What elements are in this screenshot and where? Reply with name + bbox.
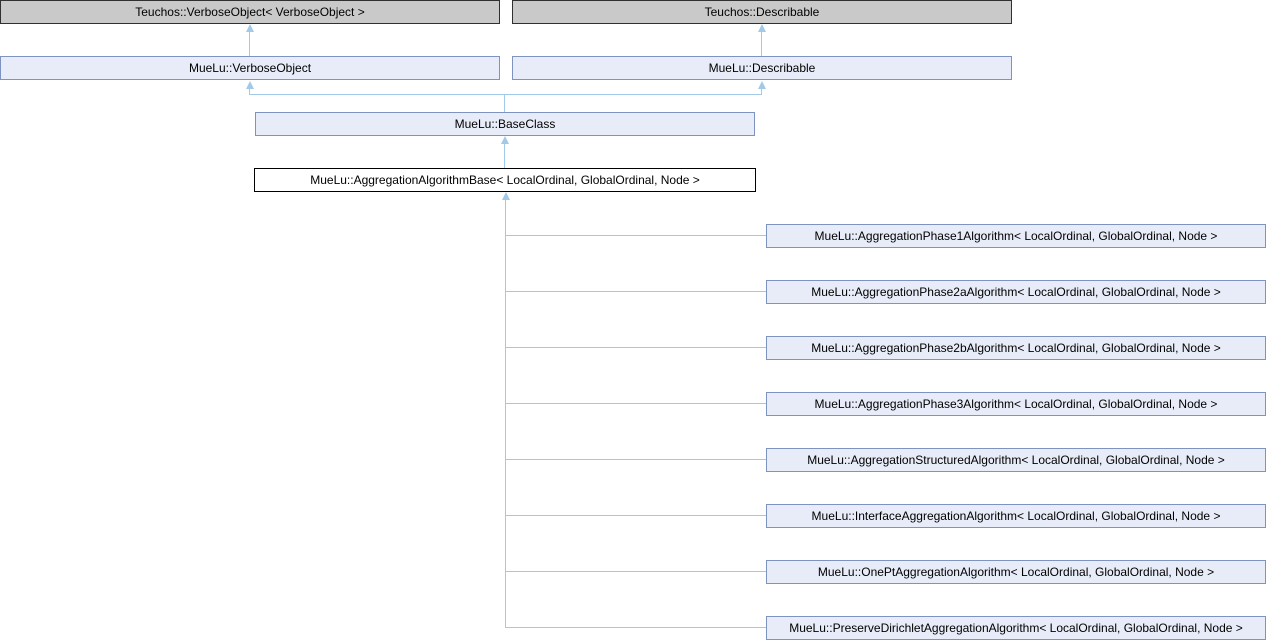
inheritance-edge: [761, 31, 762, 56]
class-node-preserve-dirichlet-aggregation-algorithm[interactable]: MueLu::PreserveDirichletAggregationAlgor…: [766, 616, 1266, 640]
inheritance-edge: [505, 403, 766, 404]
inheritance-edge: [505, 571, 766, 572]
inheritance-arrowhead: [246, 81, 254, 89]
inheritance-arrowhead: [502, 192, 510, 200]
inheritance-edge: [249, 31, 250, 56]
class-node-interface-aggregation-algorithm[interactable]: MueLu::InterfaceAggregationAlgorithm< Lo…: [766, 504, 1266, 528]
class-node-aggregation-structured-algorithm[interactable]: MueLu::AggregationStructuredAlgorithm< L…: [766, 448, 1266, 472]
inheritance-edge: [249, 94, 762, 95]
inheritance-edge: [761, 88, 762, 94]
inheritance-arrowhead: [758, 81, 766, 89]
inheritance-edge: [504, 143, 505, 168]
class-node-teuchos-verboseobject: Teuchos::VerboseObject< VerboseObject >: [0, 0, 500, 24]
class-node-muelu-verboseobject[interactable]: MueLu::VerboseObject: [0, 56, 500, 80]
class-node-aggregation-phase2b-algorithm[interactable]: MueLu::AggregationPhase2bAlgorithm< Loca…: [766, 336, 1266, 360]
class-node-aggregation-phase2a-algorithm[interactable]: MueLu::AggregationPhase2aAlgorithm< Loca…: [766, 280, 1266, 304]
inheritance-edge: [505, 627, 766, 628]
inheritance-edge: [505, 199, 506, 628]
inheritance-arrowhead: [246, 24, 254, 32]
inheritance-arrowhead: [501, 136, 509, 144]
inheritance-edge: [505, 515, 766, 516]
class-node-muelu-describable[interactable]: MueLu::Describable: [512, 56, 1012, 80]
class-node-muelu-baseclass[interactable]: MueLu::BaseClass: [255, 112, 755, 136]
class-node-aggregation-algorithm-base: MueLu::AggregationAlgorithmBase< LocalOr…: [254, 168, 756, 192]
inheritance-edge: [249, 88, 250, 94]
inheritance-edge: [504, 94, 505, 112]
inheritance-edge: [505, 459, 766, 460]
class-node-aggregation-phase1-algorithm[interactable]: MueLu::AggregationPhase1Algorithm< Local…: [766, 224, 1266, 248]
class-node-onept-aggregation-algorithm[interactable]: MueLu::OnePtAggregationAlgorithm< LocalO…: [766, 560, 1266, 584]
class-node-teuchos-describable: Teuchos::Describable: [512, 0, 1012, 24]
inheritance-arrowhead: [758, 24, 766, 32]
inheritance-edge: [505, 235, 766, 236]
inheritance-edge: [505, 291, 766, 292]
inheritance-edge: [505, 347, 766, 348]
class-node-aggregation-phase3-algorithm[interactable]: MueLu::AggregationPhase3Algorithm< Local…: [766, 392, 1266, 416]
